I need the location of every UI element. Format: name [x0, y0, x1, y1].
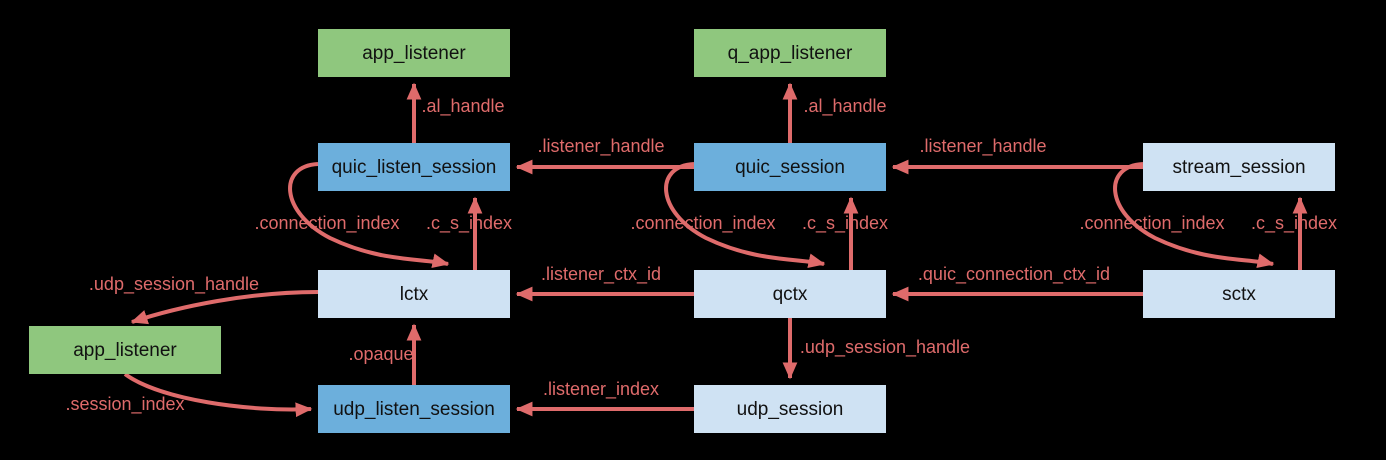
- edge-session-index: [123, 372, 313, 418]
- edge-label-opaque: .opaque: [348, 344, 413, 364]
- node-udp-session[interactable]: udp_session: [694, 385, 886, 433]
- edge-label-connection-index-mid: .connection_index: [630, 213, 775, 234]
- node-box: [318, 385, 510, 433]
- edge-label-al-handle-left: .al_handle: [421, 96, 504, 117]
- nodes-layer: app_listener q_app_listener quic_listen_…: [29, 29, 1335, 433]
- edge-label-udp-session-handle-left: .udp_session_handle: [89, 274, 259, 295]
- node-app-listener-bottom[interactable]: app_listener: [29, 326, 221, 374]
- node-box: [694, 29, 886, 77]
- node-qctx[interactable]: qctx: [694, 270, 886, 318]
- edge-label-udp-session-handle-mid: .udp_session_handle: [800, 337, 970, 358]
- node-box: [318, 29, 510, 77]
- node-lctx[interactable]: lctx: [318, 270, 510, 318]
- edge-connection-index-mid: [664, 162, 826, 268]
- node-app-listener-top[interactable]: app_listener: [318, 29, 510, 77]
- node-box: [694, 270, 886, 318]
- node-box: [29, 326, 221, 374]
- edge-label-al-handle-right: .al_handle: [803, 96, 886, 117]
- node-box: [694, 143, 886, 191]
- node-quic-session[interactable]: quic_session: [694, 143, 886, 191]
- edge-udp-session-handle-left: [130, 290, 319, 325]
- node-box: [318, 143, 510, 191]
- edge-label-listener-index: .listener_index: [543, 379, 659, 400]
- edge-label-c-s-index-mid: .c_s_index: [802, 213, 888, 234]
- node-quic-listen-session[interactable]: quic_listen_session: [318, 143, 510, 191]
- edge-label-listener-ctx-id: .listener_ctx_id: [541, 264, 661, 285]
- node-box: [1143, 143, 1335, 191]
- edge-label-listener-handle-right: .listener_handle: [919, 136, 1046, 157]
- node-box: [318, 270, 510, 318]
- edge-label-c-s-index-right: .c_s_index: [1251, 213, 1337, 234]
- edges-layer: [123, 82, 1308, 418]
- edge-connection-index-left: [288, 162, 450, 268]
- edge-label-connection-index-right: .connection_index: [1079, 213, 1224, 234]
- node-udp-listen-session[interactable]: udp_listen_session: [318, 385, 510, 433]
- edge-connection-index-right: [1113, 162, 1275, 268]
- edge-label-listener-handle-mid: .listener_handle: [537, 136, 664, 157]
- node-stream-session[interactable]: stream_session: [1143, 143, 1335, 191]
- node-box: [1143, 270, 1335, 318]
- node-box: [694, 385, 886, 433]
- edge-label-session-index: .session_index: [65, 394, 184, 415]
- node-q-app-listener[interactable]: q_app_listener: [694, 29, 886, 77]
- edge-label-c-s-index-left: .c_s_index: [426, 213, 512, 234]
- edge-label-quic-connection-ctx-id: .quic_connection_ctx_id: [918, 264, 1110, 285]
- edge-label-connection-index-left: .connection_index: [254, 213, 399, 234]
- node-sctx[interactable]: sctx: [1143, 270, 1335, 318]
